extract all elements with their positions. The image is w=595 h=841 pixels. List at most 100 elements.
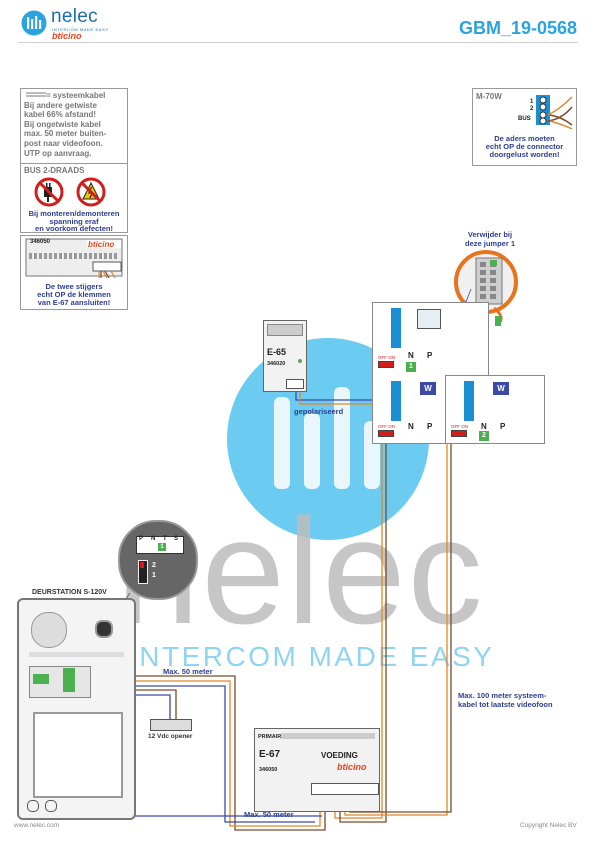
brand-tagline: INTERCOM MADE EASY [52, 27, 109, 32]
m70w-note-line: doorgelust worden! [489, 150, 560, 159]
e65-code: 346020 [267, 361, 286, 367]
door-station [17, 598, 136, 820]
distance-label-door-psu: Max. 50 meter [244, 810, 294, 819]
monitor-key-n: N [408, 422, 414, 431]
monitor-terminal-block [391, 381, 401, 421]
monitor-switch-label: OFF ON [378, 424, 395, 429]
footer-copyright: Copyright Nelec BV [520, 822, 577, 829]
e65-status-led [298, 359, 302, 363]
monitor-2: W OFF ON N P [373, 376, 443, 442]
camera-lens [95, 620, 113, 638]
monitor-key-p: P [427, 351, 433, 360]
switch-label-p: P [139, 536, 144, 542]
door-button-panel [33, 712, 123, 798]
header-divider [18, 42, 578, 43]
riser-code: 346050 [30, 239, 51, 245]
footer-website[interactable]: www.nelec.com [14, 822, 60, 829]
switch-num-1: 1 [152, 572, 156, 579]
brand-name: nelec [51, 6, 98, 27]
document-id: GBM_19-0568 [459, 18, 578, 38]
e67-bottom-terminals [311, 783, 379, 795]
e67-code: 346050 [259, 767, 278, 773]
m70w-note-line: echt OP de connector [485, 142, 564, 151]
monitor-switch-label: OFF ON [451, 424, 468, 429]
distance-label-system: Max. 100 meter systeem- [458, 691, 547, 700]
door-station-label: DEURSTATION S-120V [32, 589, 107, 596]
door-button-icon [45, 800, 57, 812]
m70w-title: M-70W [476, 92, 502, 101]
riser-note-line: van E-67 aansluiten! [37, 298, 111, 307]
monitor-id: 2 [479, 431, 489, 441]
distance-label-door-bus: Max. 50 meter [163, 667, 213, 676]
monitor-screen [417, 309, 441, 329]
e67-terminal-detail-icon: bticino [25, 238, 123, 278]
m70w-pin-bus: BUS [518, 116, 531, 122]
jumper-note-line: Verwijder bij [467, 230, 513, 239]
nelec-logo-icon [21, 10, 47, 36]
m70w-note-line: De aders moeten [494, 134, 555, 143]
polarized-label: gepolariseerd [294, 407, 344, 416]
door-terminal-green [63, 668, 75, 692]
distance-label-system: kabel tot laatste videofoon [458, 700, 553, 709]
switch-label-t: T [163, 536, 167, 542]
jumper-note-line: deze jumper 1 [464, 239, 516, 248]
no-plug-icon [34, 177, 64, 207]
switch-label-s: S [174, 536, 179, 542]
no-voltage-icon [76, 177, 106, 207]
door-station-bar [29, 652, 124, 657]
bus-warning-note: BUS 2-DRAADS Bij monteren/demonteren spa… [20, 163, 128, 233]
monitor-switch-label: OFF ON [378, 355, 395, 360]
monitor-1: OFF ON N P 1 [373, 303, 443, 373]
m70w-connector-icon [536, 95, 573, 129]
cable-legend-icon [26, 92, 46, 97]
door-opener-icon [150, 719, 192, 731]
monitor-w-badge: W [420, 382, 436, 395]
e65-name: E-65 [267, 347, 287, 357]
svg-text:bticino: bticino [88, 240, 114, 249]
bus-warning-line: en voorkom defecten! [35, 224, 113, 233]
monitor-key-n: N [481, 422, 487, 431]
riser-note-line: echt OP de klemmen [37, 290, 111, 299]
e65-module: E-65 346020 [263, 320, 307, 392]
e65-bus-terminal [286, 379, 304, 389]
door-opener-label: 12 Vdc opener [148, 733, 193, 740]
e67-voeding: VOEDING [321, 751, 358, 760]
m70w-pin-2: 2 [530, 106, 534, 112]
e67-name: E-67 [259, 749, 281, 760]
system-cable-line: Bij andere getwiste [24, 100, 97, 110]
system-cable-line: post naar videofoon. [24, 138, 103, 148]
monitor-key-p: P [500, 422, 506, 431]
e67-top-strip [281, 733, 375, 739]
system-cable-line: Bij ongetwiste kabel [24, 119, 101, 129]
monitor-id: 1 [406, 362, 416, 372]
speaker-grille [31, 612, 67, 648]
dip-switch [138, 560, 148, 584]
monitor-switch [378, 430, 394, 437]
monitor-terminal-block [391, 308, 401, 348]
riser-note-line: De twee stijgers [45, 282, 103, 291]
partner-logo: bticino [52, 31, 82, 41]
monitor-key-p: P [427, 422, 433, 431]
system-cable-note: = systeemkabel Bij andere getwiste kabel… [20, 88, 128, 166]
system-cable-line: kabel 66% afstand! [24, 110, 97, 120]
m70w-note: M-70W 1 2 BUS De aders moeten echt OP de… [472, 88, 577, 166]
e67-primary-label: PRIMAIR [258, 734, 282, 740]
system-cable-line: UTP op aanvraag. [24, 148, 92, 158]
system-cable-line: max. 50 meter buiten- [24, 129, 107, 139]
e65-terminal-strip [267, 324, 303, 336]
door-terminal-green [33, 674, 49, 684]
monitor-switch [378, 361, 394, 368]
system-cable-line: = systeemkabel [46, 91, 106, 100]
switch-label-n: N [151, 536, 156, 542]
dip-switch-knob [140, 562, 144, 568]
bus-warning-line: Bij monteren/demonteren [28, 209, 120, 218]
m70w-pin-1: 1 [530, 99, 534, 105]
e67-bticino: bticino [337, 762, 367, 772]
jumper-detail-icon [454, 250, 518, 326]
monitor-terminal-block [464, 381, 474, 421]
riser-note: bticino 346050 De twee stijgers echt OP … [20, 235, 128, 310]
switch-zoom: P N T S 1 2 1 [118, 520, 198, 600]
header: nelec INTERCOM MADE EASY bticino GBM_19-… [0, 0, 595, 45]
door-button-icon [27, 800, 39, 812]
monitor-switch [451, 430, 467, 437]
